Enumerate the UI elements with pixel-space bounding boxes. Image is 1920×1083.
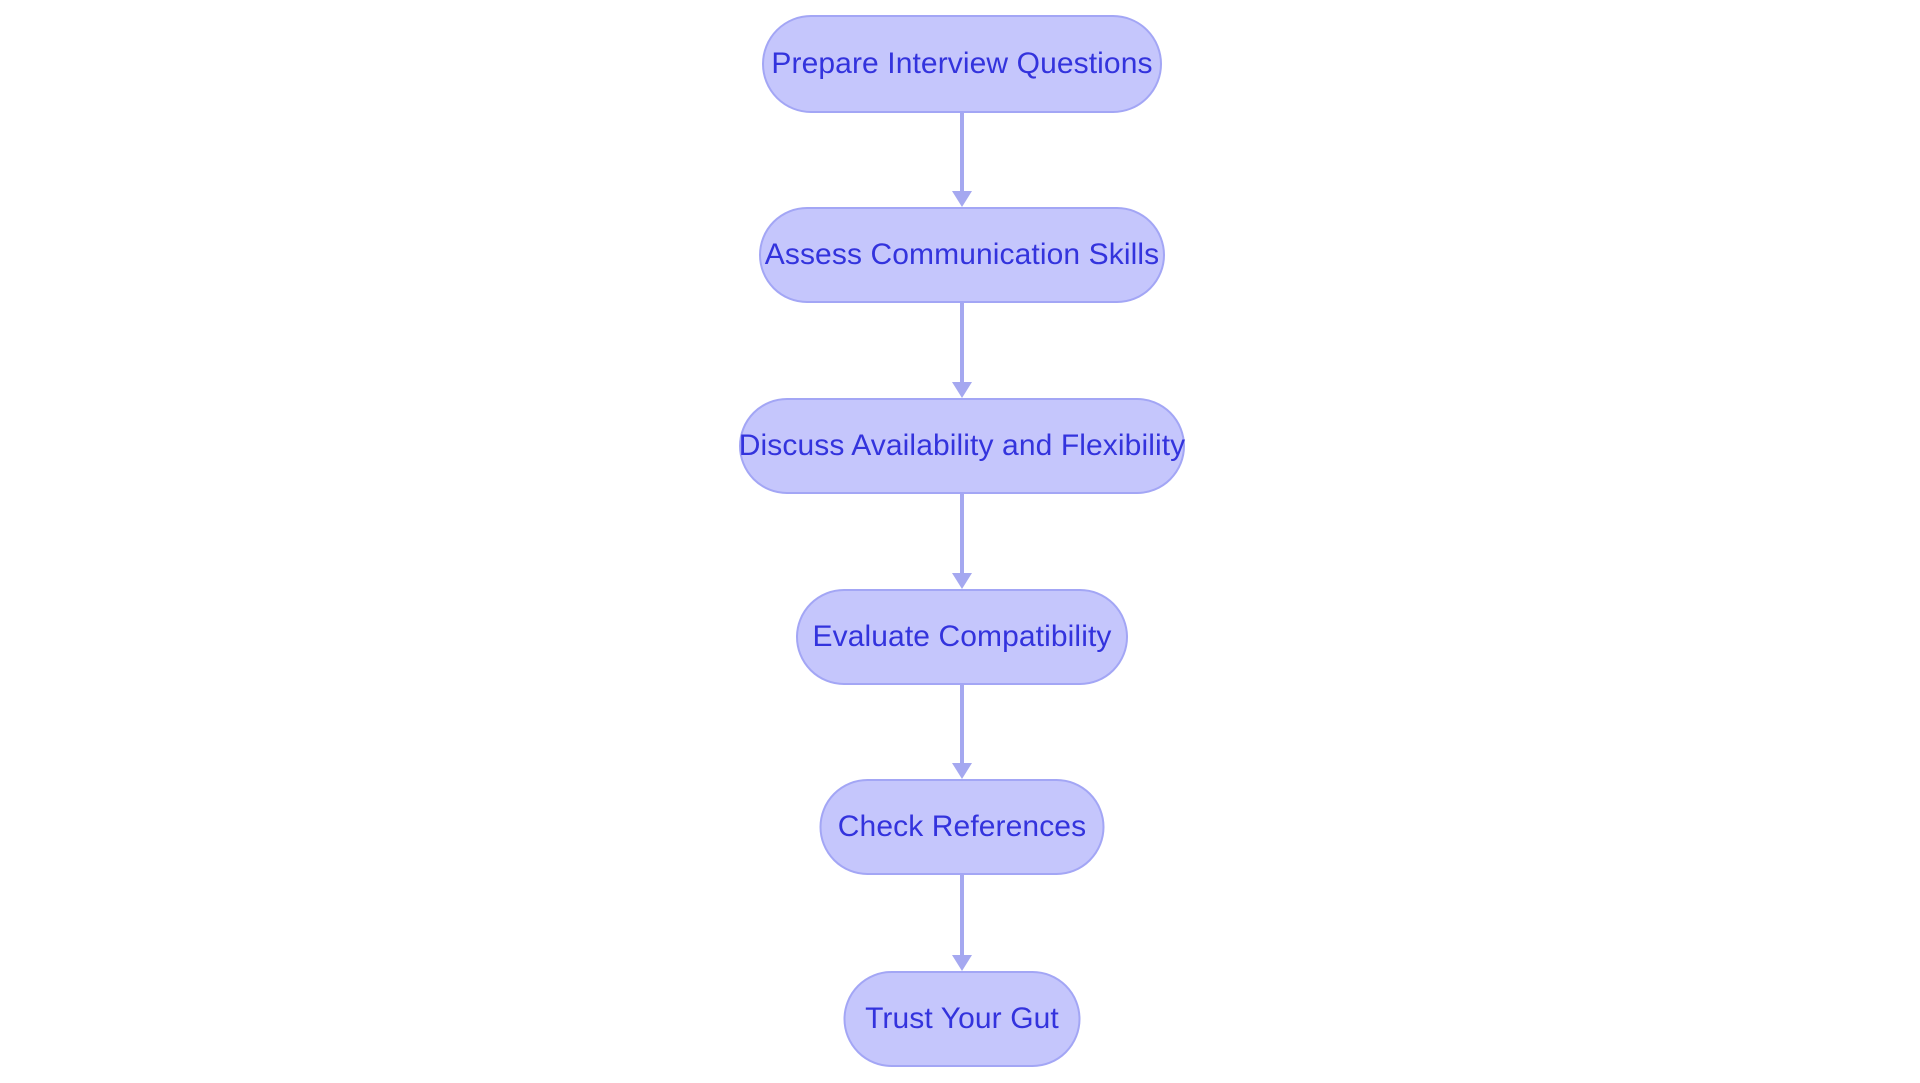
flow-edge-arrowhead-icon — [952, 763, 972, 779]
flow-edge-arrowhead-icon — [952, 573, 972, 589]
flow-node-evaluate-compatibility[interactable]: Evaluate Compatibility — [796, 589, 1128, 685]
flow-node-label: Discuss Availability and Flexibility — [738, 429, 1186, 462]
flow-node-prepare-interview-questions[interactable]: Prepare Interview Questions — [762, 15, 1162, 113]
flow-node-trust-your-gut[interactable]: Trust Your Gut — [843, 971, 1081, 1067]
flow-node-label: Check References — [837, 810, 1087, 843]
flow-node-check-references[interactable]: Check References — [819, 779, 1105, 875]
flow-node-label: Evaluate Compatibility — [812, 620, 1112, 653]
flow-edge-arrowhead-icon — [952, 382, 972, 398]
flow-node-label: Prepare Interview Questions — [771, 47, 1153, 80]
flow-node-label: Trust Your Gut — [865, 1002, 1059, 1035]
flow-node-discuss-availability-and-flexibility[interactable]: Discuss Availability and Flexibility — [739, 398, 1185, 494]
flow-edge-arrowhead-icon — [952, 191, 972, 207]
flow-edge-arrowhead-icon — [952, 955, 972, 971]
flow-node-assess-communication-skills[interactable]: Assess Communication Skills — [759, 207, 1165, 303]
flow-node-label: Assess Communication Skills — [764, 238, 1160, 271]
